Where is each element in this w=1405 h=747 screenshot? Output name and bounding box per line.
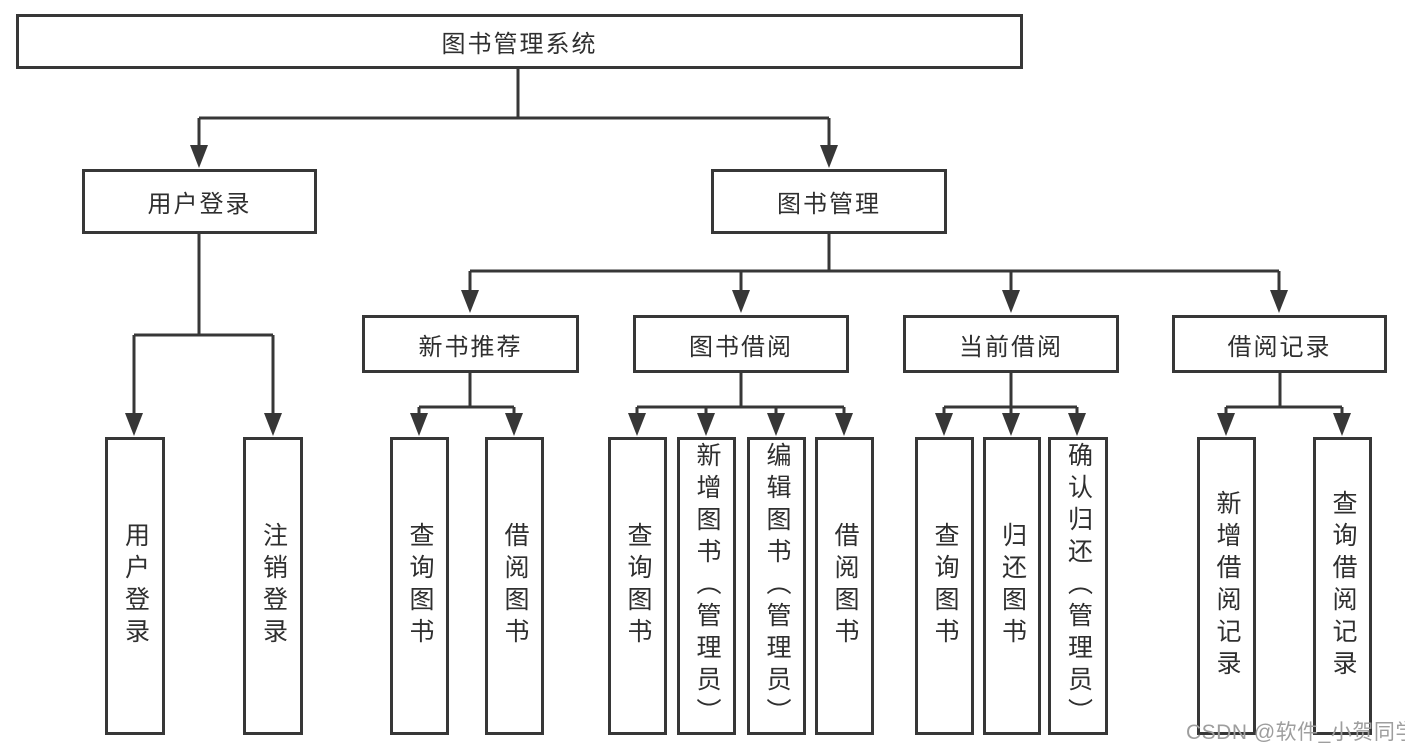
leaf-records-query-record-label: 查询借阅记录 [1329, 490, 1357, 682]
watermark-text: CSDN @软件_小贺同学 [1186, 721, 1405, 744]
leaf-recommend-borrow-books: 借阅图书 [485, 437, 544, 735]
node-book-management-label: 图书管理 [777, 191, 881, 218]
leaf-borrow-add-books-admin-label: 新增图书（管理员） [693, 442, 721, 730]
leaf-borrow-borrow-books: 借阅图书 [815, 437, 874, 735]
node-current-borrow-label: 当前借阅 [959, 333, 1063, 361]
leaf-user-login: 用户登录 [105, 437, 165, 735]
leaf-recommend-query-books: 查询图书 [390, 437, 449, 735]
node-book-borrow-label: 图书借阅 [689, 333, 793, 361]
leaf-records-add-record: 新增借阅记录 [1197, 437, 1256, 735]
leaf-current-query-books-label: 查询图书 [931, 522, 959, 650]
node-library-management-system: 图书管理系统 [16, 14, 1023, 69]
node-borrow-records-label: 借阅记录 [1227, 333, 1332, 361]
node-current-borrow: 当前借阅 [903, 315, 1119, 373]
node-borrow-records: 借阅记录 [1172, 315, 1387, 373]
leaf-borrow-edit-books-admin-label: 编辑图书（管理员） [763, 442, 791, 730]
leaf-current-return-books-label: 归还图书 [998, 522, 1027, 650]
leaf-current-query-books: 查询图书 [915, 437, 974, 735]
leaf-current-return-books: 归还图书 [983, 437, 1041, 735]
node-new-book-recommend-label: 新书推荐 [418, 333, 523, 361]
leaf-recommend-query-books-label: 查询图书 [406, 522, 434, 650]
leaf-records-add-record-label: 新增借阅记录 [1213, 490, 1241, 682]
node-user-login: 用户登录 [82, 169, 317, 234]
leaf-user-login-label: 用户登录 [121, 522, 150, 650]
node-library-management-system-label: 图书管理系统 [441, 31, 598, 58]
leaf-borrow-edit-books-admin: 编辑图书（管理员） [747, 437, 806, 735]
leaf-current-confirm-return-admin: 确认归还（管理员） [1048, 437, 1108, 735]
leaf-borrow-borrow-books-label: 借阅图书 [831, 522, 859, 650]
node-new-book-recommend: 新书推荐 [362, 315, 579, 373]
leaf-borrow-add-books-admin: 新增图书（管理员） [677, 437, 736, 735]
leaf-borrow-query-books-label: 查询图书 [624, 522, 652, 650]
leaf-current-confirm-return-admin-label: 确认归还（管理员） [1064, 442, 1093, 730]
node-user-login-label: 用户登录 [147, 191, 252, 218]
leaf-recommend-borrow-books-label: 借阅图书 [501, 522, 529, 650]
leaf-logout: 注销登录 [243, 437, 303, 735]
node-book-management: 图书管理 [711, 169, 947, 234]
leaf-records-query-record: 查询借阅记录 [1313, 437, 1372, 735]
node-book-borrow: 图书借阅 [633, 315, 849, 373]
leaf-logout-label: 注销登录 [259, 522, 288, 650]
leaf-borrow-query-books: 查询图书 [608, 437, 667, 735]
